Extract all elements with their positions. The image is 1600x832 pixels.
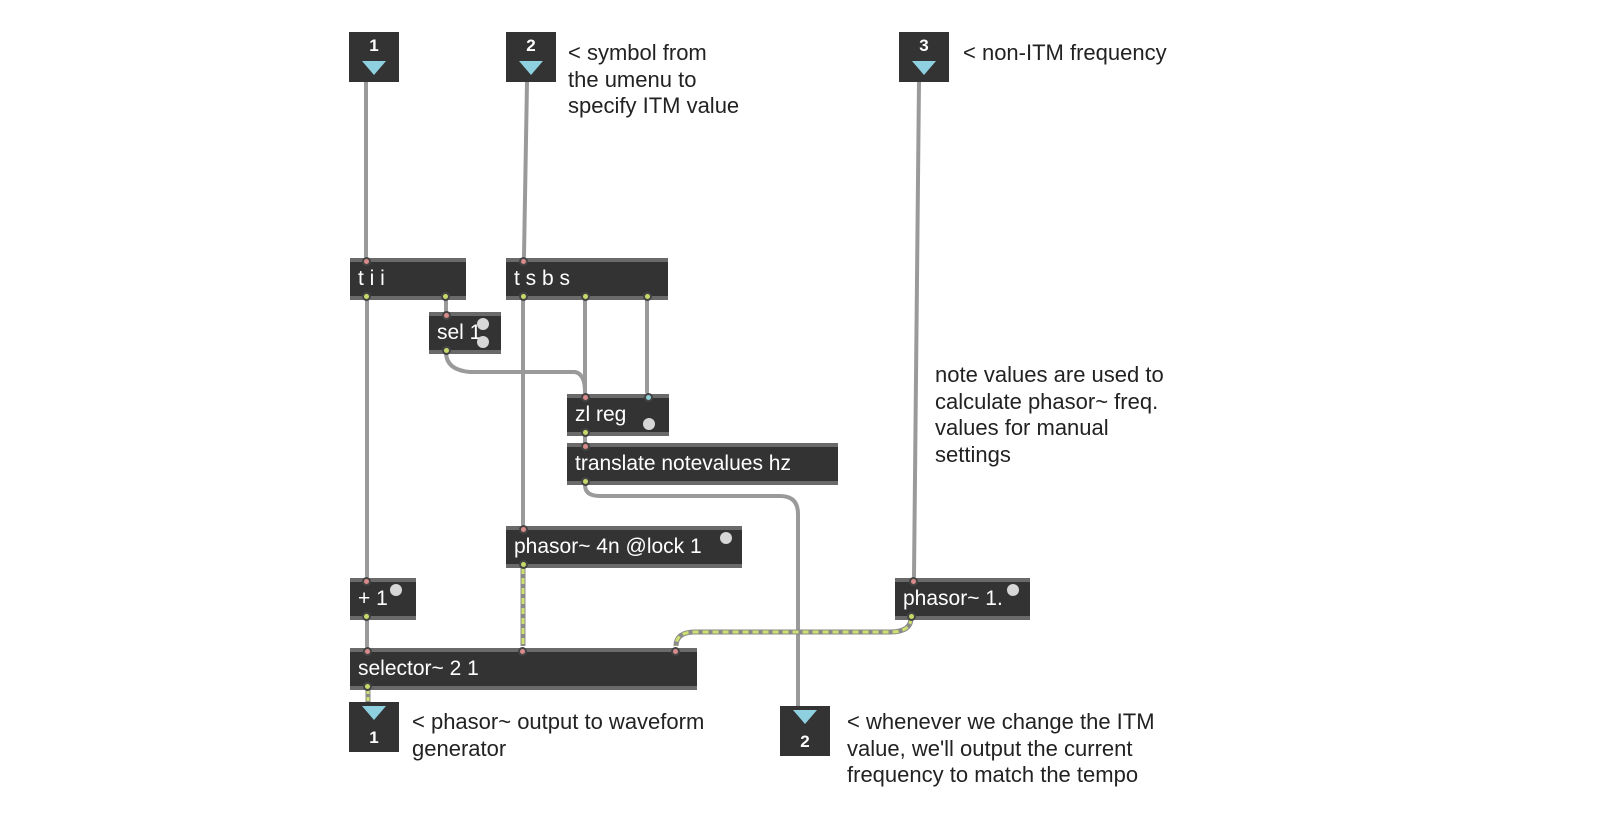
comment-note-values: note values are used to calculate phasor… [935,362,1164,467]
object-t-i-i[interactable]: t i i [350,257,466,301]
object-phasor-4n[interactable]: phasor~ 4n @lock 1 [506,525,742,569]
inlet-port-middle[interactable] [518,647,527,656]
inlet-1-index: 1 [369,36,379,55]
inlet-port-right[interactable] [720,532,732,544]
inlet-port[interactable] [519,525,528,534]
inlet-port[interactable] [362,577,371,586]
inlet-arrow-icon [912,61,936,75]
comment-symbol-from-umenu: < symbol from the umenu to specify ITM v… [568,40,740,118]
object-plus-1[interactable]: + 1 [350,577,416,621]
inlet-port-right[interactable] [644,393,653,402]
outlet-port-right[interactable] [643,418,655,430]
cord-inlet2-to-tsbs [522,80,529,258]
object-translate-notevalues-hz[interactable]: translate notevalues hz [567,442,838,486]
outlet-1-index: 1 [369,728,379,747]
cord-inlet3-to-phasor1 [912,80,921,578]
outlet-port[interactable] [441,292,450,301]
outlet-arrow-icon [793,710,817,724]
outlet-arrow-icon [362,706,386,720]
outlet-port[interactable] [362,612,371,621]
outlet-port[interactable] [519,292,528,301]
object-sel-1[interactable]: sel 1 [429,311,501,355]
inlet-port-right[interactable] [671,647,680,656]
cord-translate-to-outlet2 [583,483,800,708]
outlet-1[interactable]: 1 [349,702,399,752]
inlet-port[interactable] [519,257,528,266]
inlet-port[interactable] [581,442,590,451]
outlet-port[interactable] [581,477,590,486]
outlet-port[interactable] [442,346,451,355]
inlet-port[interactable] [581,393,590,402]
object-phasor-1[interactable]: phasor~ 1. [895,577,1030,621]
signal-outlet-port[interactable] [907,612,916,621]
object-selector-text: selector~ 2 1 [358,657,479,680]
inlet-3-index: 3 [919,36,929,55]
object-t-s-b-s[interactable]: t s b s [506,257,668,301]
object-sel-1-text: sel 1 [437,321,482,344]
inlet-3[interactable]: 3 [899,32,949,82]
object-zl-reg[interactable]: zl reg [567,393,669,437]
inlet-port-right[interactable] [390,584,402,596]
outlet-2-index: 2 [800,732,810,751]
outlet-port[interactable] [581,428,590,437]
inlet-2-index: 2 [526,36,536,55]
object-translate-text: translate notevalues hz [575,452,791,475]
inlet-port-right[interactable] [477,318,489,330]
inlet-port-right[interactable] [1007,584,1019,596]
object-phasor-4n-text: phasor~ 4n @lock 1 [514,535,702,558]
object-t-i-i-text: t i i [358,267,385,290]
signal-outlet-port[interactable] [363,682,372,691]
inlet-arrow-icon [362,61,386,75]
inlet-port[interactable] [909,577,918,586]
outlet-port-right[interactable] [477,336,489,348]
outlet-port[interactable] [362,292,371,301]
inlet-arrow-icon [519,61,543,75]
comment-whenever-itm-change: < whenever we change the ITM value, we'l… [847,709,1155,787]
outlet-port[interactable] [581,292,590,301]
inlet-1[interactable]: 1 [349,32,399,82]
object-t-s-b-s-text: t s b s [514,267,571,290]
inlet-2[interactable]: 2 [506,32,556,82]
inlet-port[interactable] [363,647,372,656]
outlet-2[interactable]: 2 [780,706,830,756]
object-phasor-1-text: phasor~ 1. [903,587,1003,610]
object-selector[interactable]: selector~ 2 1 [350,647,697,691]
object-zl-reg-text: zl reg [575,403,627,426]
object-plus-1-text: + 1 [358,587,388,610]
inlet-port[interactable] [362,257,371,266]
comment-non-itm-frequency: < non-ITM frequency [963,40,1167,65]
inlet-port[interactable] [442,311,451,320]
cord-sel-to-zlreg [444,350,587,394]
signal-outlet-port[interactable] [519,560,528,569]
outlet-port[interactable] [643,292,652,301]
comment-phasor-output: < phasor~ output to waveform generator [412,709,705,761]
